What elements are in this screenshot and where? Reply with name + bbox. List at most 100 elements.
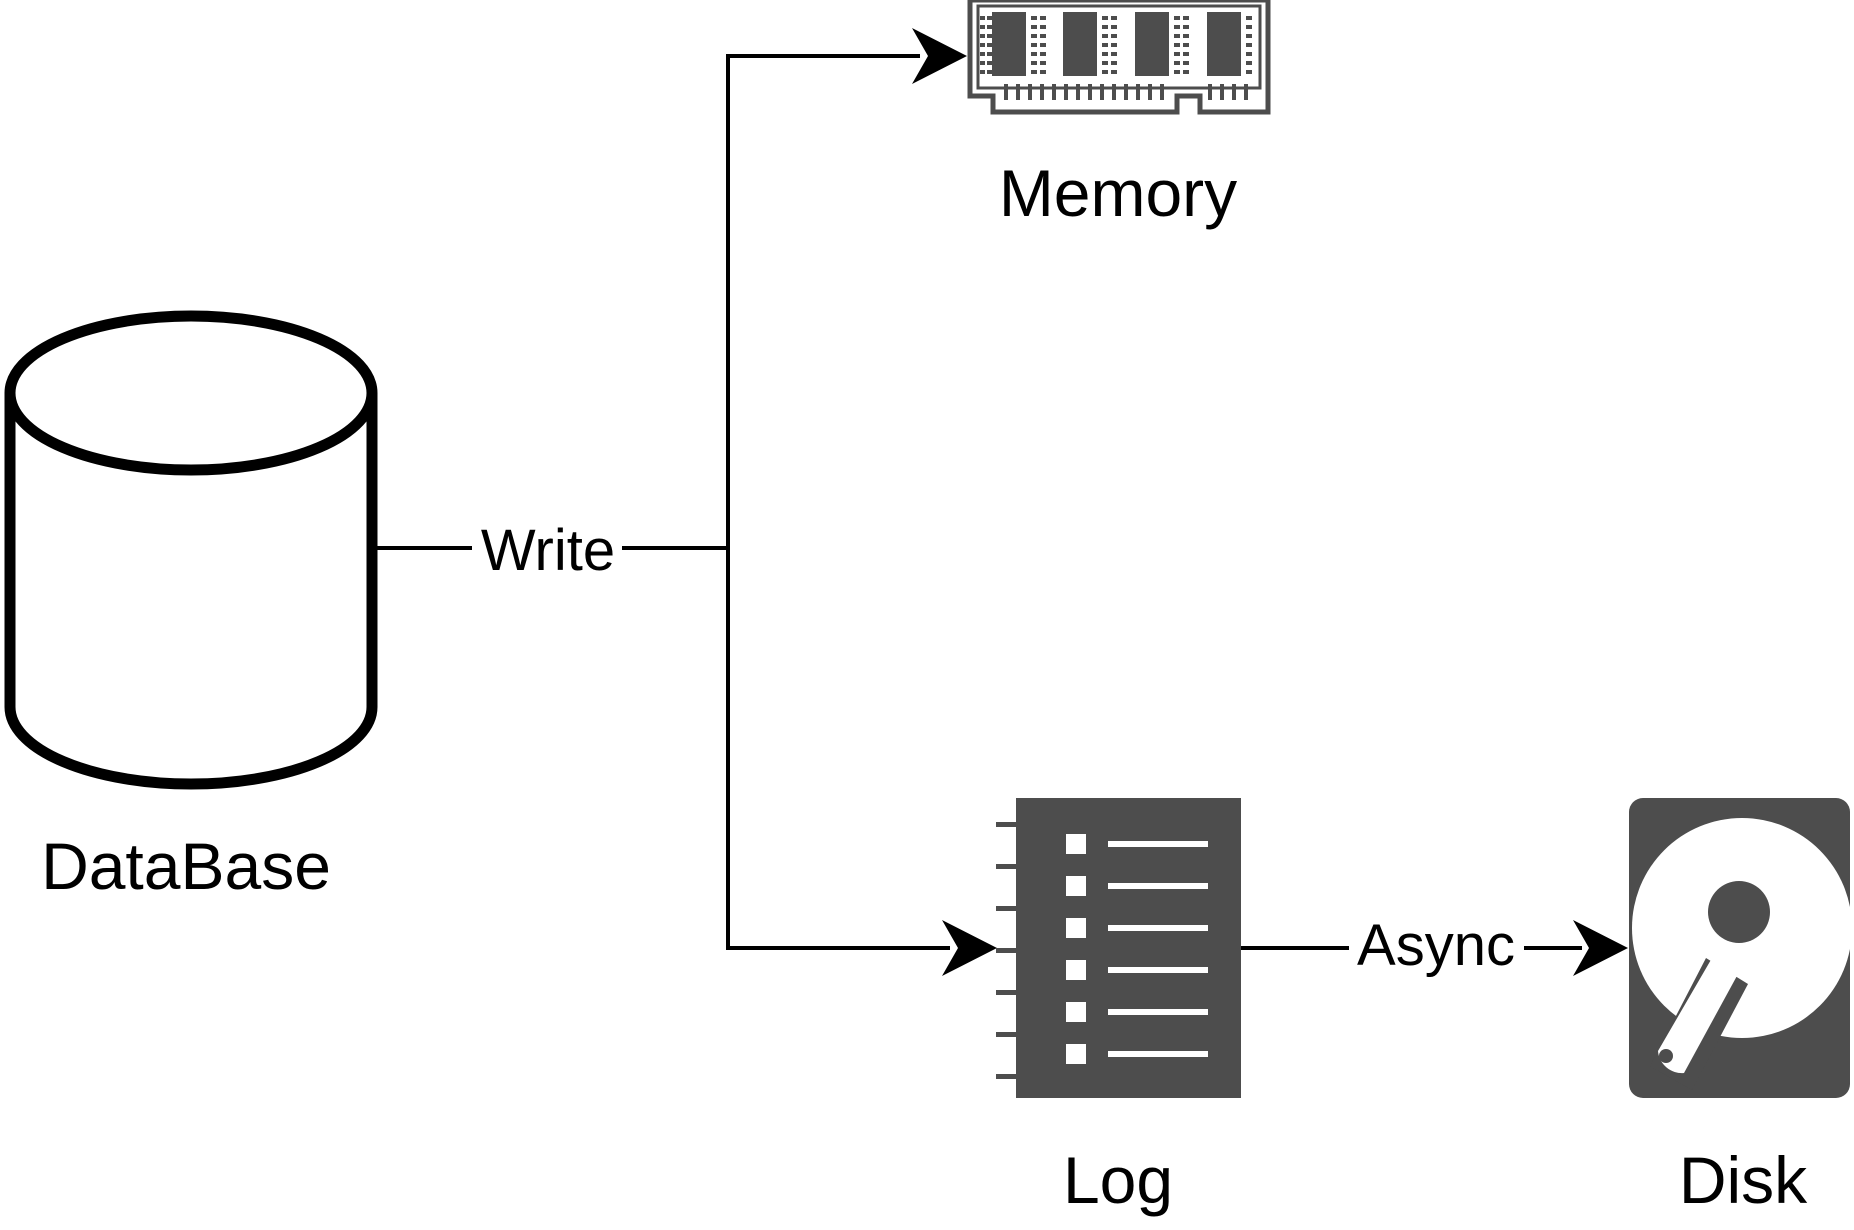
memory-pin [1183,52,1189,56]
memory-pin [1246,70,1252,74]
log-row-line [1108,883,1208,889]
log-row-line [1108,1009,1208,1015]
memory-pin [1040,25,1046,29]
log-rows [1066,834,1208,1064]
memory-pin [980,16,985,20]
memory-pin [1111,70,1117,74]
log-file-icon[interactable] [996,798,1241,1098]
memory-pin [1040,52,1046,56]
memory-pin [1040,70,1046,74]
memory-pin [1040,43,1046,47]
memory-pin [1111,43,1117,47]
memory-contact [1088,84,1092,100]
log-edge-tab [996,1074,1020,1079]
log-row-bullet [1066,876,1086,896]
memory-pin [1174,25,1180,29]
memory-contact [1148,84,1152,100]
memory-pin [1102,34,1108,38]
memory-contact [1052,84,1056,100]
memory-pin [1031,34,1037,38]
log-row-line [1108,1051,1208,1057]
memory-pin [1111,61,1117,65]
log-row-bullet [1066,834,1086,854]
memory-pin [1174,70,1180,74]
memory-pin [1183,25,1189,29]
arrowhead-to-disk [1573,920,1628,976]
memory-contact [1004,84,1008,100]
memory-pin [980,43,985,47]
memory-pin [1111,16,1117,20]
memory-pin [1040,16,1046,20]
memory-pin [1040,34,1046,38]
log-row-bullet [1066,918,1086,938]
memory-contact [1016,84,1020,100]
memory-pin [1246,43,1252,47]
memory-pin [1246,61,1252,65]
memory-pin [1102,16,1108,20]
memory-pin [987,34,992,38]
memory-contact [1040,84,1044,100]
memory-pin [1174,16,1180,20]
memory-contact [1124,84,1128,100]
memory-contacts [1004,84,1248,100]
memory-pin [1174,34,1180,38]
arrowhead-to-log [942,920,997,976]
memory-pin [1031,52,1037,56]
memory-pin [1040,61,1046,65]
arrowhead-to-memory [912,28,967,84]
memory-module-icon[interactable] [967,0,1271,115]
write-connector [372,54,950,950]
memory-chip-pins [980,16,1252,74]
memory-pin [1111,52,1117,56]
hard-disk-icon[interactable] [1629,798,1852,1098]
memory-pin [987,25,992,29]
memory-pin [1183,43,1189,47]
log-row-bullet [1066,1044,1086,1064]
memory-contact [1136,84,1140,100]
database-cylinder-icon[interactable] [4,310,378,790]
memory-pin [1183,61,1189,65]
memory-pin [1102,52,1108,56]
log-edge-tab [996,864,1020,869]
log-row-bullet [1066,960,1086,980]
log-edge-tab [996,1032,1020,1037]
memory-pin [980,61,985,65]
memory-contact [1160,84,1164,100]
memory-pin [1183,16,1189,20]
memory-pin [1102,25,1108,29]
memory-pin [987,61,992,65]
log-row-line [1108,841,1208,847]
memory-contact [1028,84,1032,100]
memory-pin [1102,70,1108,74]
memory-pin [980,70,985,74]
log-edge-tab [996,822,1020,827]
memory-label: Memory [999,156,1237,230]
memory-pin [980,52,985,56]
memory-pin [1031,25,1037,29]
memory-pin [987,43,992,47]
memory-pin [1102,43,1108,47]
database-label: DataBase [41,829,331,903]
memory-pin [987,52,992,56]
memory-contact [1244,84,1248,100]
memory-contact [1076,84,1080,100]
memory-pin [1174,43,1180,47]
async-edge-label: Async [1357,913,1515,978]
memory-pin [1174,61,1180,65]
memory-pin [980,34,985,38]
memory-pin [1031,43,1037,47]
memory-pin [1031,16,1037,20]
memory-contact [1112,84,1116,100]
memory-contact [1064,84,1068,100]
memory-pin [987,16,992,20]
write-edge-label: Write [481,518,615,583]
memory-pin [1031,70,1037,74]
log-edge-tab [996,990,1020,995]
log-edge-tab [996,906,1020,911]
memory-contact [1208,84,1212,100]
memory-pin [1111,25,1117,29]
memory-pin [1246,52,1252,56]
log-row-line [1108,967,1208,973]
memory-pin [1102,61,1108,65]
log-row-line [1108,925,1208,931]
